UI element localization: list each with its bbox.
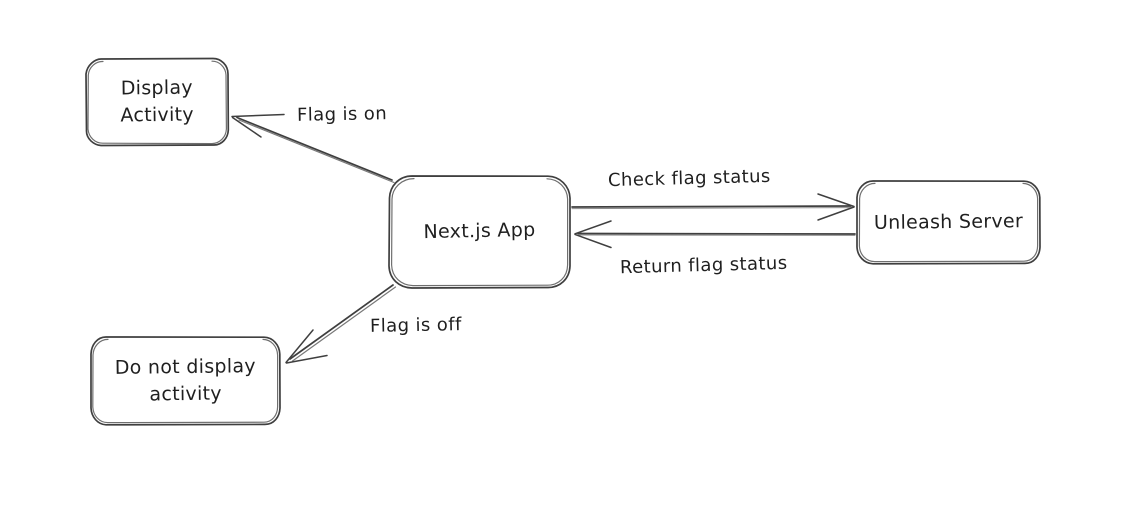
edge-flag-is-off[interactable]: [285, 284, 397, 364]
edge-flag-is-on[interactable]: [231, 113, 395, 184]
node-do-not-display-activity[interactable]: [90, 336, 281, 426]
node-nextjs-app[interactable]: [388, 175, 571, 289]
edge-return-flag-status[interactable]: [574, 220, 856, 249]
edge-check-flag-status[interactable]: [571, 193, 855, 221]
node-unleash-server[interactable]: [856, 180, 1041, 265]
node-display-activity[interactable]: [85, 57, 230, 147]
